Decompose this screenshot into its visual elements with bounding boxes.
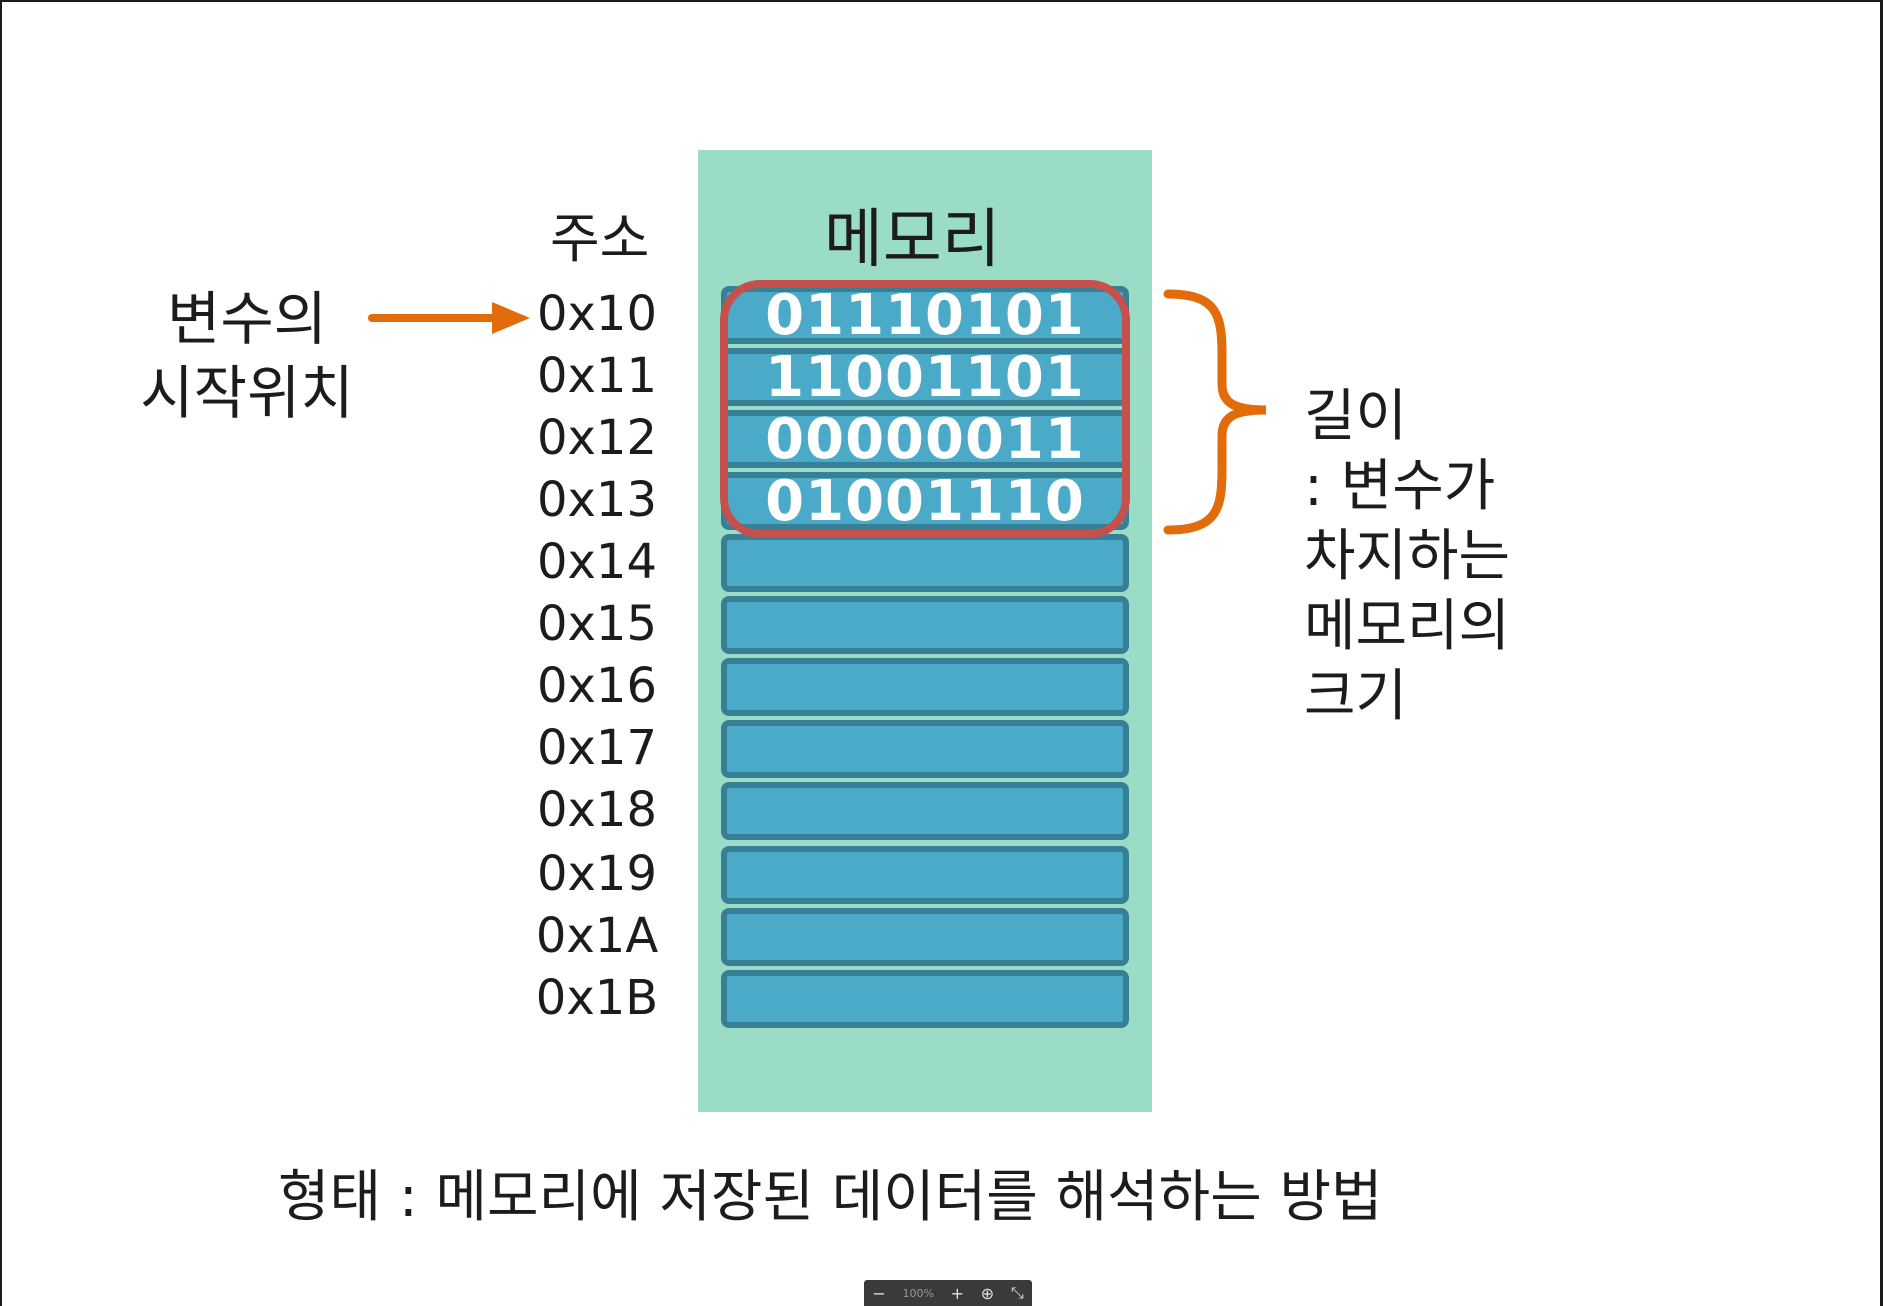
memory-cell: 11001101	[721, 345, 1129, 410]
address-label: 0x1B	[535, 970, 659, 1026]
address-label: 0x10	[536, 286, 658, 342]
address-header: 주소	[550, 207, 650, 270]
address-label: 0x1A	[535, 908, 659, 964]
length-label-line: 메모리의	[1304, 594, 1511, 659]
memory-cell	[721, 534, 1129, 592]
memory-cell	[721, 908, 1129, 966]
address-label: 0x11	[536, 348, 658, 404]
memory-cell: 01110101	[721, 283, 1129, 348]
address-label: 0x15	[536, 596, 658, 652]
zoom-out-icon[interactable]: −	[872, 1283, 886, 1303]
memory-cell	[721, 658, 1129, 716]
address-label: 0x17	[536, 720, 658, 776]
memory-cell: 01001110	[721, 469, 1129, 534]
start-label-line: 변수의	[166, 285, 328, 353]
memory-header: 메모리	[824, 203, 1001, 277]
memory-cell	[721, 720, 1129, 778]
fullscreen-icon[interactable]: ⤡	[1010, 1283, 1024, 1302]
address-label: 0x14	[536, 534, 658, 590]
length-label-line: : 변수가	[1304, 454, 1496, 519]
length-brace-icon	[1163, 289, 1267, 535]
memory-cell	[721, 782, 1129, 840]
length-label-line: 길이	[1304, 384, 1408, 449]
memory-cell	[721, 846, 1129, 904]
memory-cell: 00000011	[721, 407, 1129, 472]
address-label: 0x13	[536, 472, 658, 528]
zoom-in-icon[interactable]: +	[950, 1283, 965, 1303]
address-label: 0x12	[536, 410, 658, 466]
start-position-label: 변수의 시작위치	[122, 282, 372, 430]
start-label-line: 시작위치	[140, 359, 354, 427]
address-label: 0x16	[536, 658, 658, 714]
zoom-level: 100%	[902, 1286, 934, 1300]
length-label-line: 차지하는	[1304, 524, 1511, 589]
start-arrow-icon	[368, 302, 530, 334]
fit-icon[interactable]: ⊕	[980, 1283, 995, 1303]
length-label-line: 크기	[1304, 664, 1408, 729]
address-label: 0x19	[536, 846, 658, 902]
memory-cell	[721, 970, 1129, 1028]
memory-cell	[721, 596, 1129, 654]
length-label: 길이 : 변수가 차지하는 메모리의 크기	[1304, 382, 1510, 732]
zoom-toolbar: − 100% + ⊕ ⤡	[864, 1280, 1032, 1306]
footer-caption: 형태 : 메모리에 저장된 데이터를 해석하는 방법	[278, 1165, 1383, 1230]
address-label: 0x18	[536, 782, 658, 838]
